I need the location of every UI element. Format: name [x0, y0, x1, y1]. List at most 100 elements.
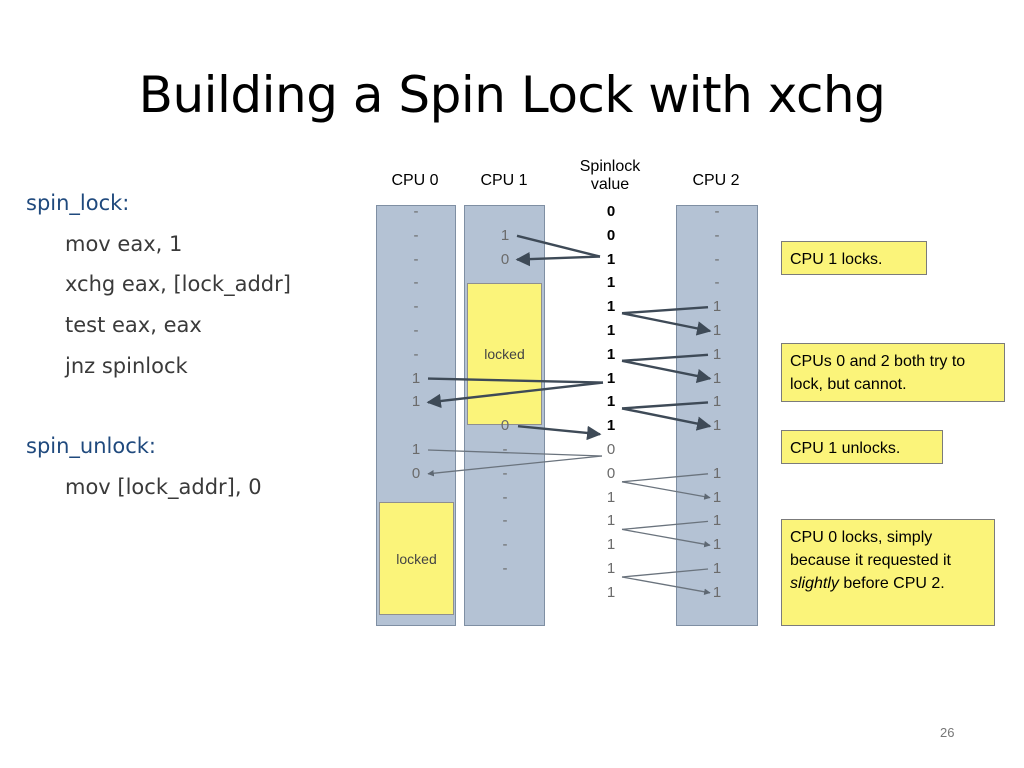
arrow-line: [621, 312, 712, 336]
cpu2-cell: 1: [712, 488, 722, 506]
spinlock-cell: 1: [606, 536, 616, 554]
cpu2-header: CPU 2: [692, 172, 740, 189]
arrow-line: [515, 251, 601, 267]
spinlock-cell: 0: [606, 226, 616, 244]
spinlock-cell: 1: [606, 298, 616, 316]
spinlock-cell: 1: [606, 250, 616, 268]
arrow-line: [427, 449, 603, 457]
note-cpu0-locks: CPU 0 locks, simply because it requested…: [781, 519, 995, 626]
cpu2-cell: 1: [712, 298, 722, 316]
code-listing: spin_lock: mov eax, 1 xchg eax, [lock_ad…: [26, 188, 291, 513]
cpu1-cell: -: [502, 464, 508, 482]
cpu0-cell: -: [413, 322, 419, 339]
cpu2-cell: 1: [712, 464, 722, 482]
note-cpus-try-lock: CPUs 0 and 2 both try to lock, but canno…: [781, 343, 1005, 402]
cpu1-cell: -: [502, 488, 508, 506]
cpu1-cell: -: [502, 512, 508, 530]
cpu1-cell: 0: [500, 250, 510, 268]
spinlock-cell: 1: [606, 583, 616, 601]
arrow-line: [517, 425, 602, 441]
arrow-line: [621, 473, 709, 483]
cpu0-locked-region: locked: [379, 502, 454, 615]
cpu2-column: [676, 205, 758, 626]
spinlock-cell: 0: [606, 203, 616, 220]
spinlock-cell: 1: [606, 512, 616, 530]
spinlock-cell: 1: [606, 369, 616, 387]
spinlock-cell: 0: [606, 464, 616, 482]
arrow-line: [427, 377, 604, 384]
arrow-line: [427, 455, 603, 477]
cpu2-cell: 1: [712, 345, 722, 363]
cpu1-cell: -: [502, 536, 508, 554]
cpu1-cell: -: [502, 560, 508, 577]
cpu0-cell: -: [413, 345, 419, 363]
cpu0-cell: -: [413, 226, 419, 244]
cpu2-cell: -: [714, 250, 720, 268]
cpu0-cell: -: [413, 274, 419, 292]
arrow-line: [621, 359, 712, 384]
spinlock-header: Spinlock value: [565, 158, 655, 194]
cpu2-cell: -: [714, 203, 720, 220]
arrow-line: [516, 234, 601, 258]
slide-title: Building a Spin Lock with xchg: [138, 66, 886, 124]
cpu1-header: CPU 1: [480, 172, 528, 189]
cpu2-cell: 1: [712, 322, 722, 339]
spinlock-cell: 0: [606, 441, 616, 458]
spinlock-cell: 1: [606, 274, 616, 292]
code-line: mov eax, 1: [65, 231, 183, 256]
arrow-line: [426, 381, 604, 409]
arrow-line: [621, 407, 712, 431]
spin-unlock-label: spin_unlock:: [26, 434, 156, 459]
cpu2-cell: 1: [712, 393, 722, 411]
cpu1-locked-region: locked: [467, 283, 542, 425]
arrow-line: [621, 401, 709, 410]
cpu0-cell: 0: [411, 464, 421, 482]
cpu2-cell: 1: [712, 583, 722, 601]
cpu0-header: CPU 0: [391, 172, 439, 189]
note-text: CPU 0 locks, simply because it requested…: [790, 529, 951, 569]
note-emphasis: slightly: [790, 575, 839, 592]
spinlock-header-line1: Spinlock: [579, 158, 641, 175]
spinlock-cell: 1: [606, 488, 616, 506]
arrow-line: [621, 306, 709, 315]
arrow-line: [621, 520, 709, 531]
cpu2-cell: -: [714, 274, 720, 292]
arrow-line: [621, 353, 709, 362]
spin-lock-label: spin_lock:: [26, 191, 130, 215]
cpu0-cell: -: [413, 298, 419, 316]
cpu2-cell: 1: [712, 369, 722, 387]
code-line: mov [lock_addr], 0: [65, 475, 262, 500]
code-line: jnz spinlock: [65, 353, 188, 378]
spinlock-header-line2: value: [590, 176, 630, 193]
page-number: 26: [940, 725, 955, 740]
note-cpu1-unlocks: CPU 1 unlocks.: [781, 430, 943, 464]
cpu0-cell: -: [413, 203, 419, 220]
cpu0-cell: -: [413, 250, 419, 268]
arrow-line: [621, 576, 711, 595]
code-line: xchg eax, [lock_addr]: [65, 272, 291, 297]
cpu1-cell: 1: [500, 226, 510, 244]
cpu2-cell: 1: [712, 536, 722, 554]
arrow-line: [621, 481, 711, 500]
spinlock-cell: 1: [606, 560, 616, 577]
spinlock-cell: 1: [606, 417, 616, 435]
spinlock-cell: 1: [606, 345, 616, 363]
spinlock-cell: 1: [606, 393, 616, 411]
arrow-line: [621, 528, 711, 548]
cpu2-cell: 1: [712, 560, 722, 577]
note-text: before CPU 2.: [838, 575, 945, 592]
cpu2-cell: -: [714, 226, 720, 244]
code-line: test eax, eax: [65, 313, 202, 338]
cpu0-cell: 1: [411, 441, 421, 458]
cpu1-cell: 0: [500, 417, 510, 435]
cpu1-cell: -: [502, 441, 508, 458]
arrow-line: [621, 568, 709, 578]
spinlock-cell: 1: [606, 322, 616, 339]
cpu2-cell: 1: [712, 417, 722, 435]
cpu0-cell: 1: [411, 369, 421, 387]
cpu2-cell: 1: [712, 512, 722, 530]
note-cpu1-locks: CPU 1 locks.: [781, 241, 927, 275]
cpu0-cell: 1: [411, 393, 421, 411]
